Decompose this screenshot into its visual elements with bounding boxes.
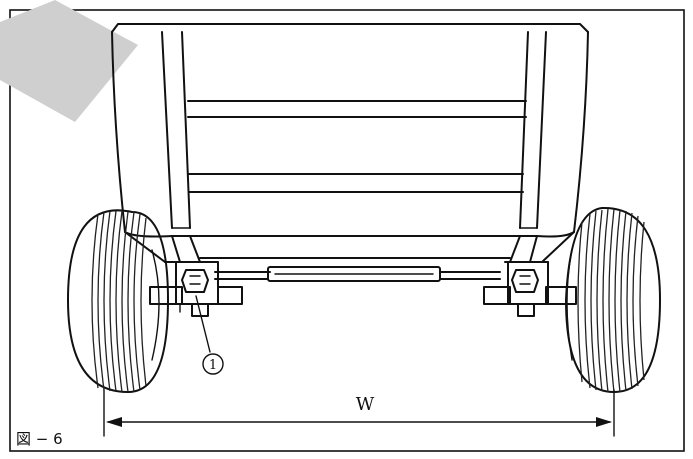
corner-marker (0, 0, 138, 122)
dimension-arrow-left (106, 417, 122, 427)
callout-number: 1 (209, 358, 217, 373)
dimension-arrow-right (596, 417, 612, 427)
right-hub-bracket (483, 261, 577, 317)
figure-frame (9, 9, 685, 452)
callout-1: 1 (195, 295, 224, 375)
dimension-w: W (103, 389, 615, 437)
cart-body (111, 23, 589, 263)
dimension-label: W (356, 394, 375, 415)
callout-circle (202, 353, 224, 375)
figure-caption: 図 − 6 (16, 430, 63, 448)
left-hub-bracket (149, 261, 243, 317)
callout-leader-line (195, 295, 211, 353)
right-wheel (565, 206, 661, 393)
left-wheel (67, 209, 169, 393)
axle-assembly (214, 266, 501, 282)
